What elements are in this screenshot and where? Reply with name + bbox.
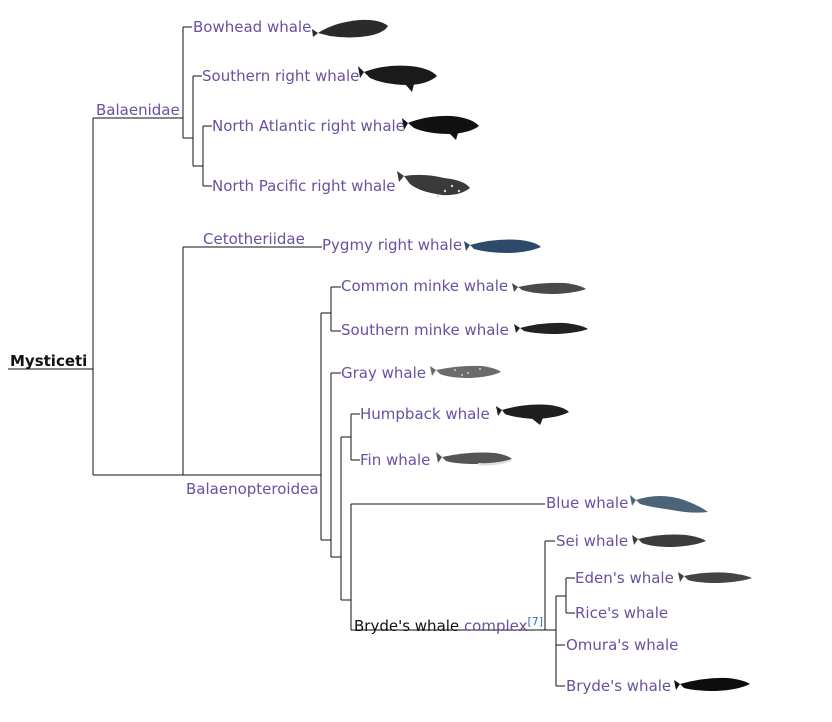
- gray-whale-icon: [430, 365, 501, 378]
- pygmy-right-whale-icon: [464, 239, 541, 253]
- taxon-bowhead-whale-link[interactable]: Bowhead whale: [193, 18, 312, 36]
- bowhead-whale-icon: [312, 19, 388, 38]
- taxon-humpback-whale-link[interactable]: Humpback whale: [360, 405, 490, 423]
- clade-balaenopteroidea-link[interactable]: Balaenopteroidea: [186, 480, 319, 498]
- humpback-whale-icon: [496, 404, 569, 425]
- north-atlantic-right-whale-icon: [402, 115, 479, 140]
- taxon-gray-whale-link[interactable]: Gray whale: [341, 364, 426, 382]
- taxon-edens-whale-link[interactable]: Eden's whale: [575, 569, 674, 587]
- brydes-complex-link[interactable]: complex: [463, 617, 528, 635]
- north-pacific-right-whale-icon: [397, 171, 470, 198]
- edens-whale-icon: [678, 572, 752, 583]
- fin-whale-icon: [436, 452, 512, 466]
- blue-whale-icon: [630, 495, 708, 513]
- taxon-omuras-whale-link[interactable]: Omura's whale: [566, 636, 679, 654]
- taxon-rices-whale-link[interactable]: Rice's whale: [575, 604, 669, 622]
- brydes-complex-prefix: Bryde's whale: [354, 617, 460, 635]
- taxon-common-minke-whale-link[interactable]: Common minke whale: [341, 277, 509, 295]
- brydes-whale-complex-label: Bryde's whale complex[7]: [354, 613, 543, 635]
- root-label: Mysticeti: [10, 352, 88, 370]
- taxon-southern-minke-whale-link[interactable]: Southern minke whale: [341, 321, 509, 339]
- sei-whale-icon: [632, 534, 706, 547]
- reference-7-link[interactable]: [7]: [527, 615, 544, 628]
- taxon-sei-whale-link[interactable]: Sei whale: [556, 532, 629, 550]
- southern-minke-whale-icon: [514, 322, 588, 334]
- taxon-blue-whale-link[interactable]: Blue whale: [546, 494, 629, 512]
- taxon-north-atlantic-right-whale-link[interactable]: North Atlantic right whale: [212, 117, 405, 135]
- brydes-whale-icon: [674, 677, 750, 691]
- taxon-fin-whale-link[interactable]: Fin whale: [360, 451, 431, 469]
- common-minke-whale-icon: [512, 282, 586, 294]
- taxon-pygmy-right-whale-link[interactable]: Pygmy right whale: [322, 236, 463, 254]
- taxon-north-pacific-right-whale-link[interactable]: North Pacific right whale: [212, 177, 396, 195]
- taxon-brydes-whale-link[interactable]: Bryde's whale: [566, 677, 672, 695]
- clade-balaenidae-link[interactable]: Balaenidae: [96, 101, 180, 119]
- clade-cetotheriidae-link[interactable]: Cetotheriidae: [203, 230, 305, 248]
- taxon-southern-right-whale-link[interactable]: Southern right whale: [202, 67, 360, 85]
- southern-right-whale-icon: [358, 65, 437, 92]
